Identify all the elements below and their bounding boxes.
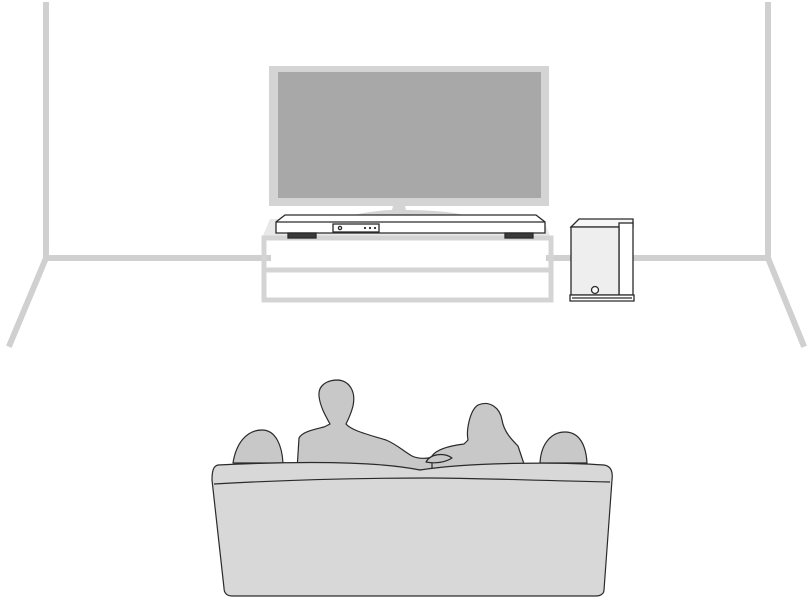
sofa-seat-line bbox=[213, 477, 611, 485]
woman-silhouette bbox=[431, 402, 527, 471]
sofa-right-cushion bbox=[539, 431, 588, 464]
woman-arm bbox=[425, 453, 453, 464]
indicator-dot bbox=[368, 226, 372, 230]
sofa-left-cushion bbox=[232, 429, 284, 464]
sound-bar-display bbox=[332, 223, 380, 233]
room-walls bbox=[6, 2, 807, 348]
man-silhouette bbox=[296, 379, 441, 471]
right-floor-edge bbox=[764, 254, 807, 348]
sofa-back bbox=[211, 461, 613, 597]
tv-stand-upper-shelf bbox=[261, 235, 554, 273]
tv-screen bbox=[278, 72, 541, 198]
subwoofer-side bbox=[618, 222, 634, 296]
subwoofer-port-icon bbox=[590, 285, 600, 295]
left-floor-edge bbox=[6, 254, 50, 348]
tv-stand-base bbox=[350, 206, 468, 216]
subwoofer bbox=[569, 218, 635, 302]
subwoofer-front bbox=[570, 226, 620, 296]
sound-bar-foot-left bbox=[287, 232, 317, 239]
indicator-dot bbox=[363, 226, 367, 230]
sound-bar bbox=[275, 214, 546, 239]
power-indicator-icon bbox=[337, 225, 343, 231]
sound-bar-body bbox=[275, 214, 546, 234]
sofa bbox=[211, 429, 613, 597]
sound-bar-foot-right bbox=[504, 232, 534, 239]
tv bbox=[269, 66, 549, 216]
listeners bbox=[296, 379, 527, 471]
indicator-dot bbox=[373, 226, 377, 230]
tv-stand-lower-shelf bbox=[261, 267, 554, 303]
